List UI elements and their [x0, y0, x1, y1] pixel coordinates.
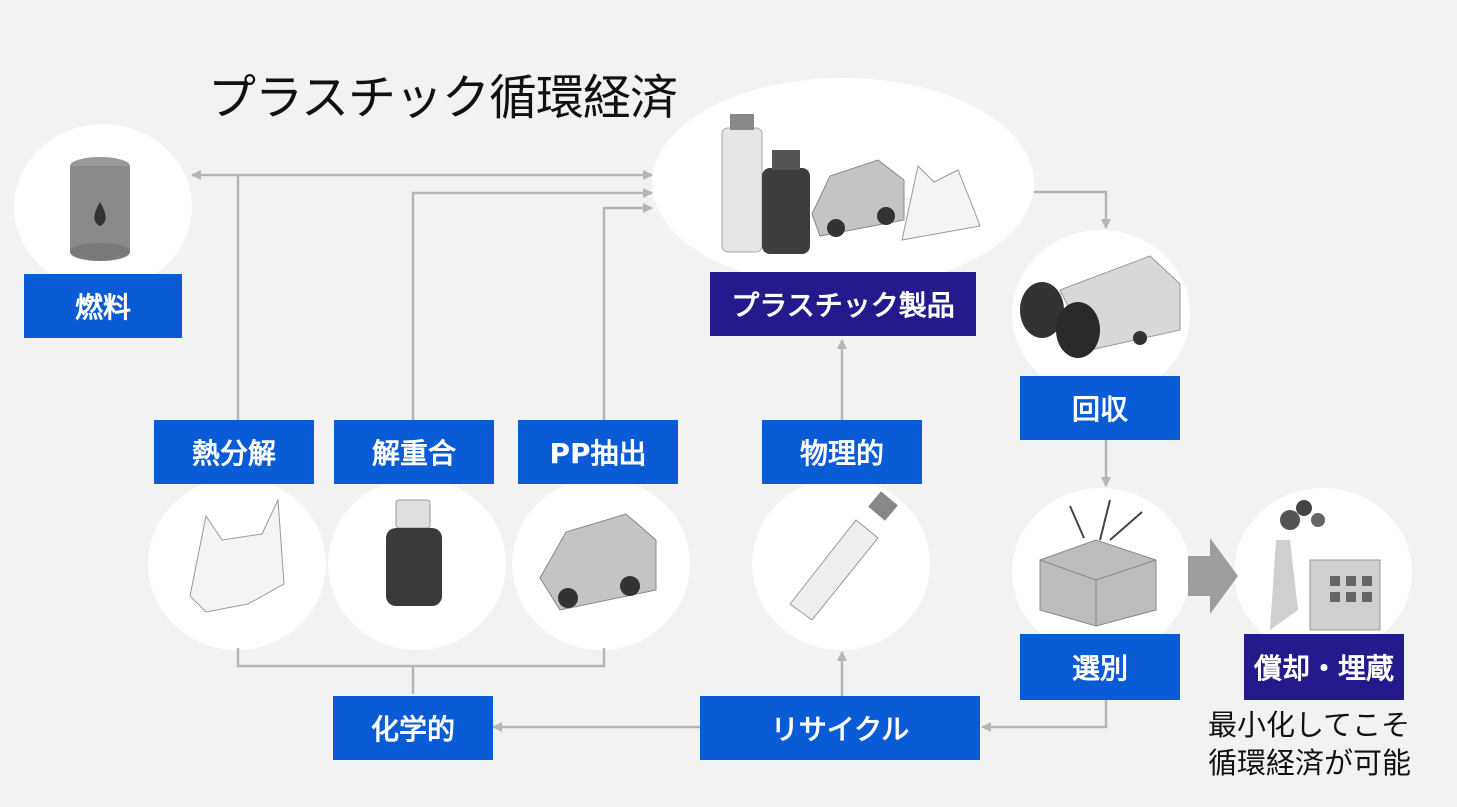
plastic-products-label: プラスチック製品: [710, 272, 976, 336]
chemical-label: 化学的: [333, 696, 493, 760]
pyrolysis-label: 熱分解: [154, 420, 314, 484]
note-line-1: 最小化してこそ: [1208, 708, 1411, 742]
diagram-title: プラスチック循環経済: [208, 70, 678, 126]
incineration-label: 償却・埋蔵: [1244, 634, 1404, 700]
arrow-sorting-to-recycle: [981, 700, 1108, 732]
plastic-bag-icon: [189, 498, 285, 613]
products-illustration-icon: [721, 114, 981, 254]
physical-label: 物理的: [762, 420, 922, 484]
sorting-label: 選別: [1020, 634, 1180, 700]
chemical-bracket: [236, 648, 606, 668]
arrow-products-to-collection: [1034, 190, 1111, 229]
garbage-truck-icon: [1020, 255, 1181, 358]
bottle-icon: [386, 499, 442, 606]
note-line-2: 循環経済が可能: [1208, 746, 1412, 780]
recycle-label: リサイクル: [700, 696, 980, 760]
note-text: 最小化してこそ 循環経済が可能: [1208, 706, 1411, 782]
recycling-box-icon: [1039, 499, 1157, 627]
car-icon: [539, 513, 657, 611]
depolymerization-label: 解重合: [334, 420, 494, 484]
pp-extraction-label: PP抽出: [518, 420, 678, 484]
pet-bottle-icon: [789, 491, 898, 621]
fuel-label: 燃料: [24, 274, 182, 338]
collection-label: 回収: [1020, 376, 1180, 440]
arrow-sorting-to-incineration: [1188, 538, 1238, 614]
factory-icon: [1270, 500, 1381, 631]
arrow-pp-to-products: [602, 203, 653, 424]
oil-drum-icon: [70, 157, 130, 261]
arrow-depolymerization-to-products: [411, 188, 653, 424]
